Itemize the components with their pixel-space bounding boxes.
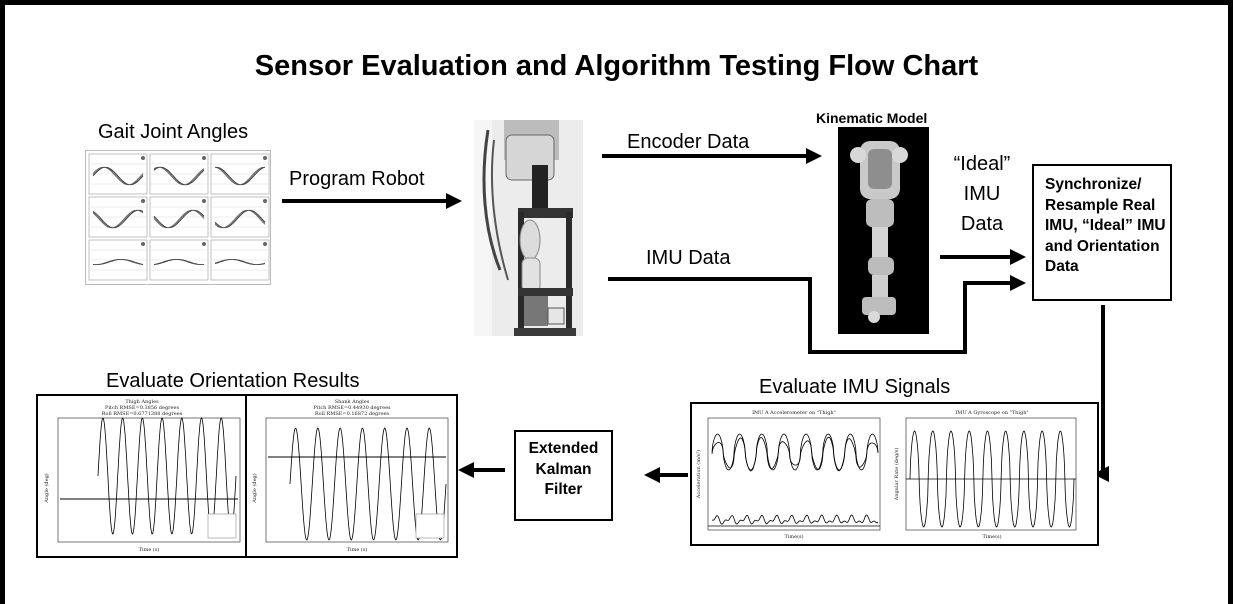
gait-subplot	[88, 153, 148, 195]
shank-roll-rmse: Roll RMSE=0.16872 degrees	[315, 411, 390, 417]
shank-pitch-rmse: Pitch RMSE=0.44930 degrees	[313, 405, 391, 411]
gait-subplot	[210, 196, 270, 238]
thigh-pitch-rmse: Pitch RMSE=0.3856 degrees	[105, 405, 179, 411]
gait-subplot	[210, 153, 270, 195]
gait-joint-angle-plots	[85, 150, 271, 285]
gait-subplot	[149, 153, 209, 195]
shank-legend	[415, 513, 445, 539]
gait-subplot	[88, 239, 148, 281]
gait-subplot	[149, 239, 209, 281]
label-kinematic-model: Kinematic Model	[816, 110, 928, 126]
thigh-plot-title: Thigh Angles	[125, 399, 159, 405]
gait-subplot	[149, 196, 209, 238]
kinematic-model-image	[838, 127, 929, 334]
shank-plot-title: Shank Angles	[335, 399, 370, 405]
robot-photo	[474, 120, 583, 336]
thigh-legend	[207, 513, 237, 539]
accel-signal-secondary	[711, 436, 879, 472]
extended-kalman-filter-box: Extended Kalman Filter	[514, 430, 613, 521]
label-evaluate-orientation-results: Evaluate Orientation Results	[106, 370, 360, 392]
imu-signal-plots: IMU A Accelerometer on "Thigh" IMU A Gyr…	[690, 402, 1099, 546]
gait-subplot	[210, 239, 270, 281]
thigh-roll-rmse: Roll RMSE=0.6771388 degrees	[102, 411, 183, 417]
imu-accel-ylabel: Acceleration (m/s²)	[695, 450, 702, 499]
imu-gyro-xlabel: Time(s)	[982, 533, 1001, 540]
arrow-sync-to-imu-eval	[1093, 305, 1109, 482]
label-ideal-imu-data: “Ideal” IMU Data	[953, 153, 1011, 235]
label-program-robot: Program Robot	[289, 168, 425, 190]
thigh-xlabel: Time (s)	[139, 546, 160, 553]
label-evaluate-imu-signals: Evaluate IMU Signals	[759, 376, 951, 398]
label-gait-joint-angles: Gait Joint Angles	[98, 121, 249, 143]
label-encoder-data: Encoder Data	[627, 131, 750, 153]
flowchart-title: Sensor Evaluation and Algorithm Testing …	[254, 50, 979, 82]
gait-subplot	[88, 196, 148, 238]
accel-signal-low	[711, 514, 879, 525]
shank-xlabel: Time (s)	[347, 546, 368, 553]
arrow-imu-to-sync	[608, 275, 1026, 354]
shank-ylabel: Angle (deg)	[251, 473, 258, 503]
imu-accel-xlabel: Time(s)	[784, 533, 803, 540]
accel-signal-main	[711, 433, 879, 471]
synchronize-resample-box: Synchronize/ Resample Real IMU, “Ideal” …	[1032, 164, 1172, 301]
orientation-result-plots: Thigh Angles Pitch RMSE=0.3856 degrees R…	[36, 394, 458, 558]
imu-gyro-ylabel: Angular Rate (deg/s)	[893, 448, 900, 502]
thigh-ylabel: Angle (deg)	[43, 473, 50, 503]
imu-gyro-title: IMU A Gyroscope on "Thigh"	[955, 410, 1028, 416]
imu-accel-title: IMU A Accelerometer on "Thigh"	[752, 410, 836, 416]
label-imu-data: IMU Data	[646, 247, 731, 269]
